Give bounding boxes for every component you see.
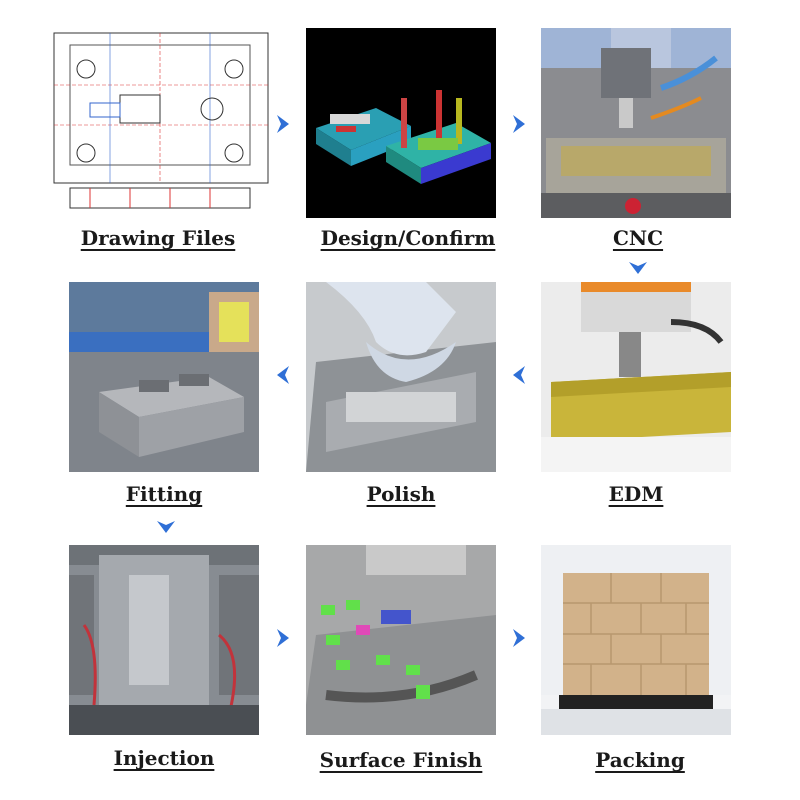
- step-label-drawing-files: Drawing Files: [80, 226, 236, 250]
- arrow-right-icon: [272, 627, 294, 649]
- step-label-edm: EDM: [608, 482, 664, 506]
- step-label-surface-finish: Surface Finish: [319, 748, 483, 772]
- cnc-photo: [541, 28, 731, 218]
- arrow-down-icon: [627, 257, 649, 279]
- surface-finish-photo: [306, 545, 496, 735]
- arrow-left-icon: [508, 364, 530, 386]
- step-label-packing: Packing: [595, 748, 685, 772]
- step-label-cnc: CNC: [612, 226, 664, 250]
- arrow-down-icon: [155, 516, 177, 538]
- polish-photo: [306, 282, 496, 472]
- drawing-files-photo: [50, 25, 272, 215]
- arrow-left-icon: [272, 364, 294, 386]
- step-label-fitting: Fitting: [125, 482, 203, 506]
- step-label-polish: Polish: [366, 482, 436, 506]
- arrow-right-icon: [508, 627, 530, 649]
- packing-photo: [541, 545, 731, 735]
- edm-photo: [541, 282, 731, 472]
- arrow-right-icon: [508, 113, 530, 135]
- injection-photo: [69, 545, 259, 735]
- step-label-design-confirm: Design/Confirm: [320, 226, 496, 250]
- arrow-right-icon: [272, 113, 294, 135]
- fitting-photo: [69, 282, 259, 472]
- step-label-injection: Injection: [113, 746, 215, 770]
- design-confirm-photo: [306, 28, 496, 218]
